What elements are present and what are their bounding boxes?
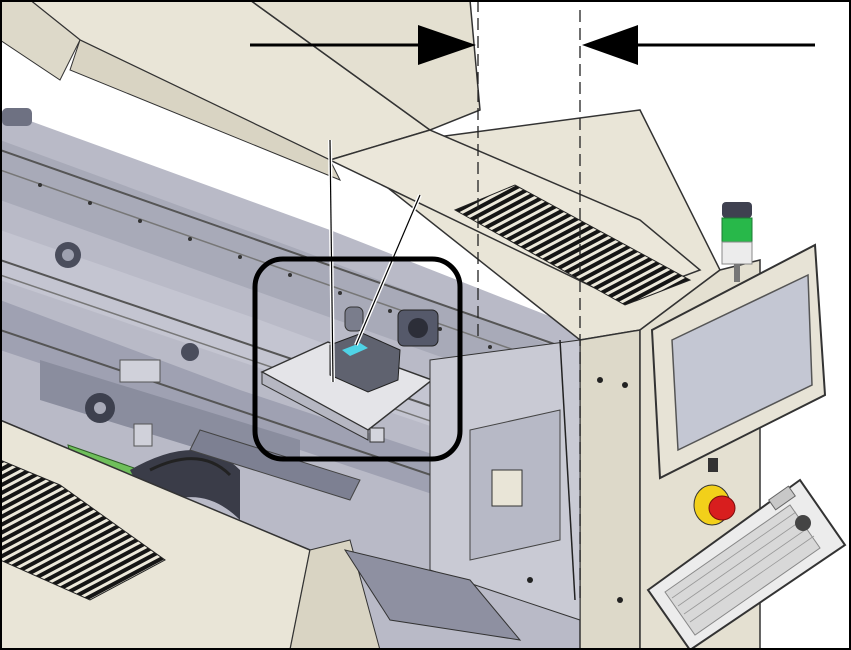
machine-illustration <box>0 0 851 650</box>
machine-drawing <box>0 0 851 650</box>
